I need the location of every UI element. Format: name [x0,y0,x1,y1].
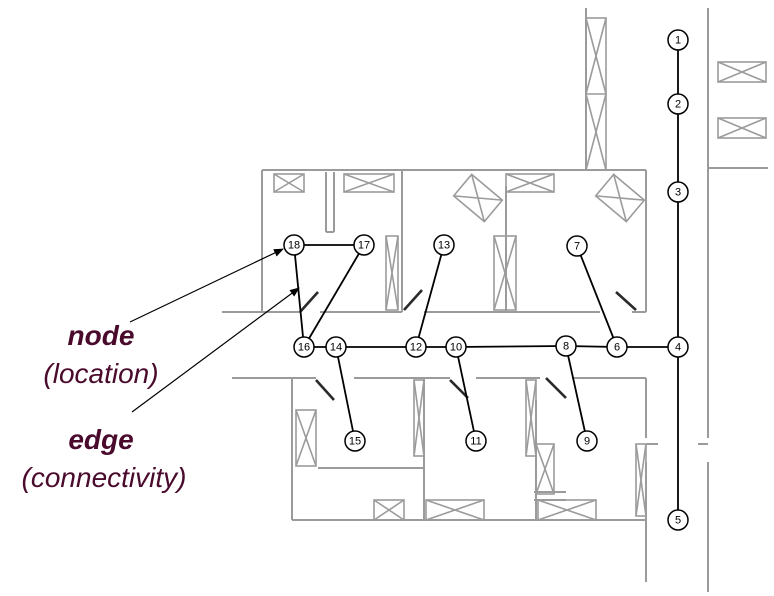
graph-node-7: 7 [566,235,588,257]
edge-annotation-arrow [131,287,300,413]
node-circle [283,234,305,256]
furniture-rotated-desk [594,173,646,223]
graph-node-5: 5 [667,509,689,531]
node-circle [576,430,598,452]
furniture-box [505,173,555,193]
node-label: 14 [330,342,342,354]
graph-node-17: 17 [353,234,375,256]
furniture-shelf [385,235,399,311]
node-label: 1 [675,35,681,47]
node-circle [667,509,689,531]
furniture-box [273,173,305,193]
node-annotation-arrow [129,248,284,323]
node-circle [353,234,375,256]
graph-node-18: 18 [283,234,305,256]
graph-node-10: 10 [445,336,467,358]
graph-node-16: 16 [293,336,315,358]
furniture-box [373,499,405,521]
node-label: 7 [574,241,580,253]
node-circle [405,336,427,358]
node-circle [293,336,315,358]
node-label: 4 [675,342,681,354]
node-circle [344,430,366,452]
graph-node-9: 9 [576,430,598,452]
furniture-shelf [413,379,425,457]
node-circle [325,336,347,358]
node-label: 5 [675,515,681,527]
door [615,291,637,311]
graph-edge-16-18 [293,244,305,348]
furniture-shelf [635,443,647,517]
furniture-shelf [525,379,537,457]
door [403,289,423,311]
node-label: 17 [358,240,370,252]
node-circle [667,29,689,51]
node-circle [667,181,689,203]
graph-node-12: 12 [405,336,427,358]
node-circle [667,93,689,115]
door [449,379,469,399]
node-label: 8 [563,341,569,353]
graph-node-6: 6 [606,336,628,358]
graph-node-11: 11 [465,430,487,452]
node-circle [667,336,689,358]
node-label: 10 [450,342,462,354]
graph-node-13: 13 [433,234,455,256]
node-label: 11 [470,436,481,448]
furniture-shelf [535,443,555,495]
door [315,379,335,401]
node-label: 9 [584,436,590,448]
graph-edge-6-7 [576,245,618,348]
node-annotation-subtitle: (location) [43,358,159,389]
node-label: 18 [288,240,300,252]
node-circle [566,235,588,257]
furniture-box [717,117,767,139]
node-circle [555,335,577,357]
graph-edge-8-10 [455,345,567,348]
door [299,291,319,313]
graph-node-14: 14 [325,336,347,358]
node-label: 15 [349,436,361,448]
graph-edge-16-17 [303,244,365,348]
edge-annotation-title: edge [68,424,134,455]
node-label: 3 [675,187,681,199]
annotation-pointers [129,248,300,413]
furniture-box [717,61,767,83]
node-circle [445,336,467,358]
furniture-box [537,499,597,521]
node-circle [606,336,628,358]
door [545,377,567,399]
node-label: 12 [410,342,422,354]
furniture-box [343,173,395,193]
graph-node-15: 15 [344,430,366,452]
node-circle [433,234,455,256]
furniture-shelf [493,235,517,311]
floor-plan [222,8,768,592]
node-label: 16 [298,342,310,354]
edge-annotation-subtitle: (connectivity) [21,462,187,493]
graph-node-3: 3 [667,181,689,203]
graph-node-4: 4 [667,336,689,358]
graph-node-2: 2 [667,93,689,115]
furniture-shelf [295,409,317,467]
graph-edge-14-15 [335,346,356,442]
node-label: 6 [614,342,620,354]
graph-edge-12-13 [415,244,445,348]
furniture-tall-cabinet [585,17,607,171]
graph-node-1: 1 [667,29,689,51]
graph-edge-8-9 [565,345,588,442]
node-label: 2 [675,99,681,111]
furniture-box [425,499,485,521]
graph-node-8: 8 [555,335,577,357]
furniture-rotated-desk [452,173,504,223]
node-circle [465,430,487,452]
node-annotation-title: node [67,320,135,351]
graph-edge-10-11 [455,346,477,442]
node-label: 13 [438,240,450,252]
